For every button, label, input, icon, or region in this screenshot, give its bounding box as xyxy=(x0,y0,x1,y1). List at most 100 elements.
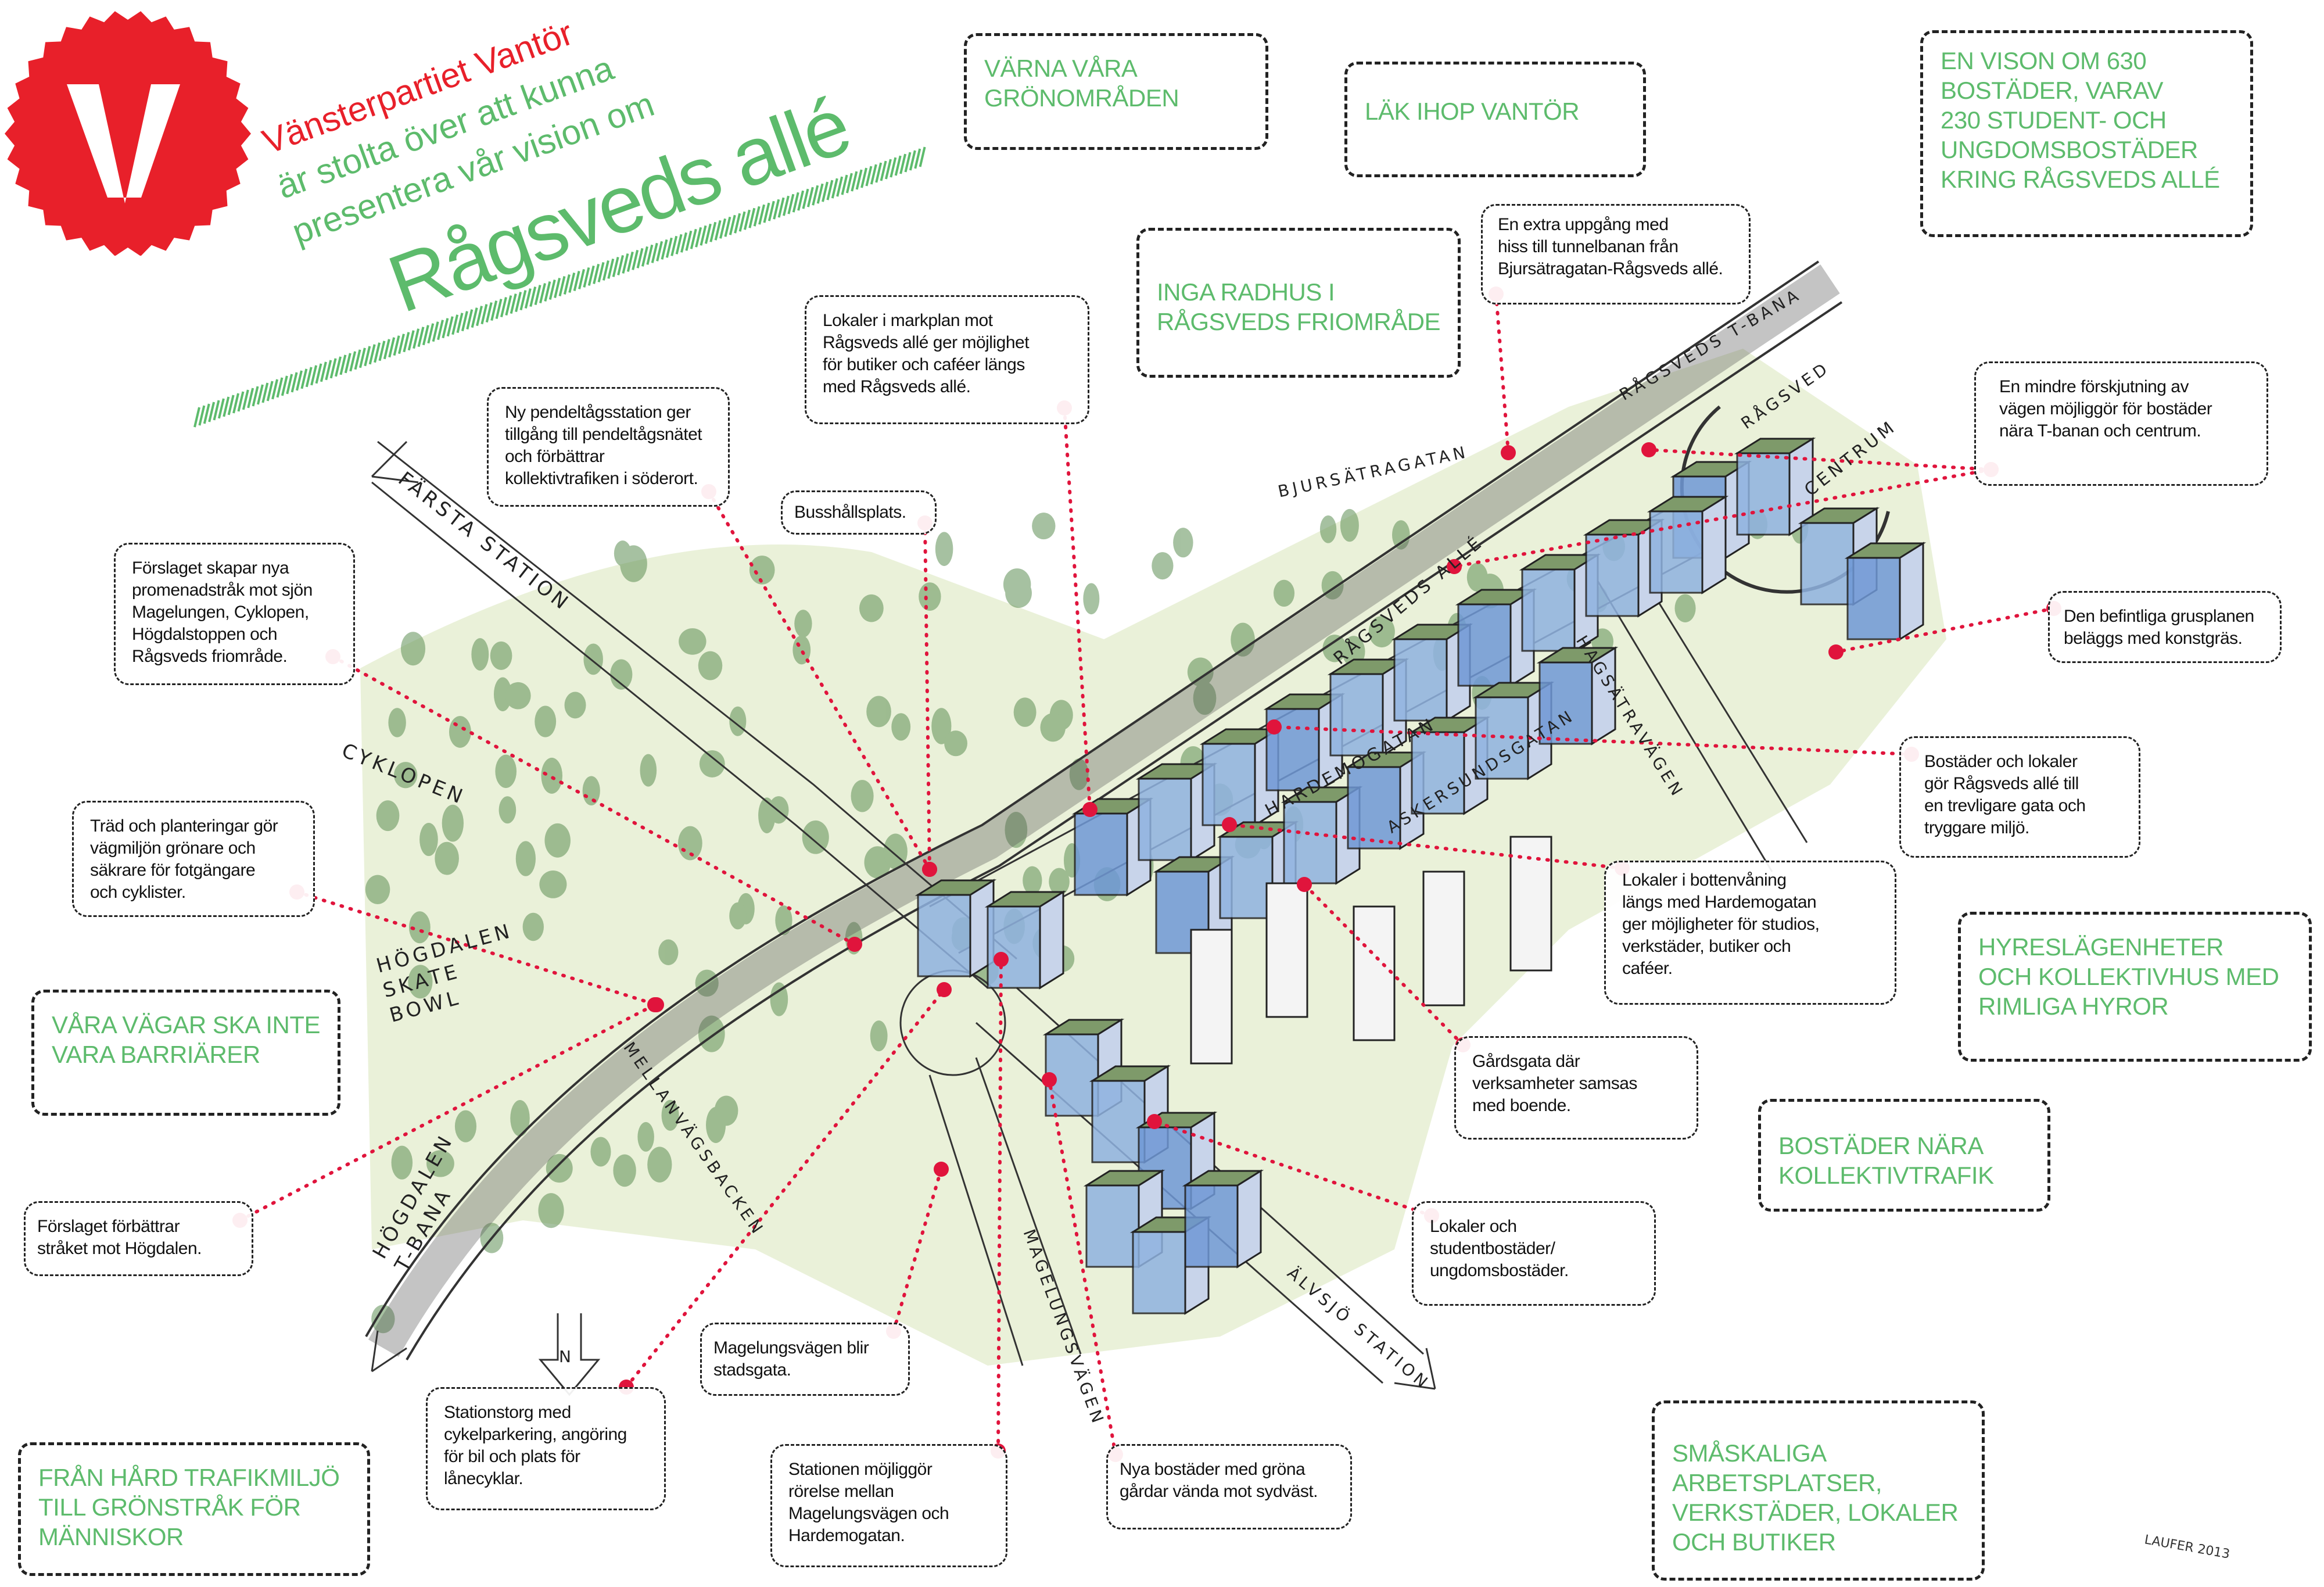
leader-line xyxy=(996,958,1003,1453)
tree xyxy=(393,762,418,789)
hatch-stroke xyxy=(632,249,639,270)
building xyxy=(1800,522,1855,606)
note-extra-entrance: En extra uppgång med hiss till tunnelban… xyxy=(1481,204,1751,304)
tree xyxy=(454,1110,477,1142)
hatch-stroke xyxy=(213,400,220,421)
hatch-stroke xyxy=(374,342,381,363)
hatch-stroke xyxy=(495,299,503,320)
slogan-rental-housing: HYRESLÄGENHETER OCH KOLLEKTIVHUS MED RIM… xyxy=(1958,912,2312,1062)
target-dot xyxy=(1222,817,1237,832)
hatch-stroke xyxy=(485,302,493,323)
tree xyxy=(435,841,459,875)
hatch-stroke xyxy=(748,207,756,228)
hatch-stroke xyxy=(675,234,683,255)
hatch-stroke xyxy=(208,402,216,422)
tree xyxy=(522,912,544,941)
leader-line xyxy=(1647,448,1993,471)
hatch-stroke xyxy=(836,176,844,197)
tree xyxy=(931,708,952,744)
hatch-stroke xyxy=(446,316,454,337)
target-dot xyxy=(1828,644,1844,660)
hatch-stroke xyxy=(217,398,225,419)
tree xyxy=(400,632,426,666)
tree xyxy=(1173,528,1193,558)
hatch-stroke xyxy=(223,396,230,417)
leader-line xyxy=(331,655,856,946)
leader-line xyxy=(1153,1120,1433,1217)
hatch-stroke xyxy=(787,194,795,214)
hatch-stroke xyxy=(310,365,318,386)
note-trees-plantings: Träd och planteringar gör vägmiljön grön… xyxy=(72,801,315,917)
hatch-stroke xyxy=(558,276,566,296)
target-dot xyxy=(937,982,952,997)
hatch-stroke xyxy=(266,381,274,402)
tree xyxy=(515,841,536,876)
tree xyxy=(1005,578,1032,608)
hatch-stroke xyxy=(490,300,498,321)
hatch-stroke xyxy=(768,200,775,221)
hogdalen-arrow xyxy=(371,1330,407,1373)
tower-building xyxy=(1265,882,1308,1018)
hatch-stroke xyxy=(612,256,619,277)
tree xyxy=(661,1099,679,1131)
note-hogdalen-route: Förslaget förbättrar stråket mot Högdale… xyxy=(24,1201,253,1276)
tree xyxy=(365,875,390,904)
hatch-stroke xyxy=(894,155,902,176)
hatch-stroke xyxy=(783,195,790,216)
target-dot xyxy=(1297,877,1312,892)
hatch-stroke xyxy=(831,178,838,199)
tree xyxy=(794,610,812,637)
tree xyxy=(775,905,792,936)
vansterpartiet-logo xyxy=(5,11,251,256)
hatch-stroke xyxy=(641,246,648,267)
leader-line xyxy=(1272,725,1913,756)
hatch-stroke xyxy=(242,389,249,410)
hatch-stroke xyxy=(806,187,814,207)
building-side xyxy=(1899,542,1924,641)
leader-line xyxy=(1494,292,1510,454)
tree xyxy=(749,556,775,585)
target-dot xyxy=(1267,719,1282,735)
hatch-stroke xyxy=(232,393,239,414)
hatch-stroke xyxy=(480,304,488,325)
building xyxy=(917,894,971,977)
hatch-stroke xyxy=(656,241,664,261)
building-side xyxy=(1701,495,1727,594)
leader-line xyxy=(295,890,658,1006)
tree xyxy=(590,1137,611,1167)
hatch-stroke xyxy=(690,228,697,249)
hatch-stroke xyxy=(646,244,654,265)
target-dot xyxy=(934,1162,949,1177)
tree xyxy=(610,659,633,690)
tree xyxy=(919,582,941,611)
tree xyxy=(539,870,567,898)
building xyxy=(1085,1184,1140,1268)
hatch-stroke xyxy=(281,375,288,396)
hatch-stroke xyxy=(290,372,298,393)
note-artificial-turf: Den befintliga grusplanen beläggs med ko… xyxy=(2048,591,2282,663)
tree xyxy=(647,1147,672,1183)
hatch-stroke xyxy=(519,290,527,311)
hatch-stroke xyxy=(403,332,410,353)
tree xyxy=(419,823,438,857)
hatch-stroke xyxy=(252,386,259,407)
tree xyxy=(613,1154,636,1187)
hatch-stroke xyxy=(792,192,799,213)
hatch-stroke xyxy=(851,171,858,192)
hatch-stroke xyxy=(875,162,883,183)
hatch-stroke xyxy=(729,214,736,235)
hatch-stroke xyxy=(568,273,576,293)
hatch-stroke xyxy=(300,368,308,389)
leader-line xyxy=(707,490,931,871)
note-commuter-station: Ny pendeltågsstation ger tillgång till p… xyxy=(487,387,730,507)
hatch-stroke xyxy=(743,209,751,230)
tree xyxy=(426,1150,454,1177)
hatch-stroke xyxy=(709,221,717,242)
hatch-stroke xyxy=(256,384,264,405)
leader-line xyxy=(1834,607,2056,654)
railway-track xyxy=(368,264,1840,1357)
tree xyxy=(408,965,433,999)
hatch-stroke xyxy=(914,148,921,169)
hatch-stroke xyxy=(505,295,512,316)
hatch-stroke xyxy=(471,307,478,328)
